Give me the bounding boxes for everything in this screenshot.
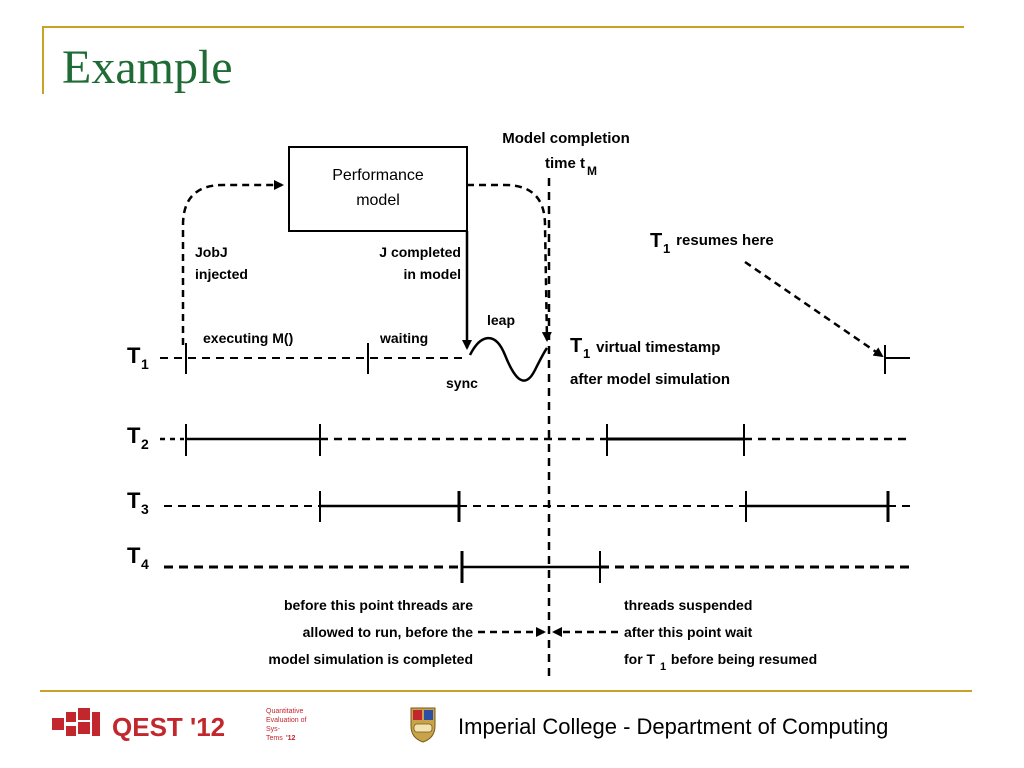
performance-model-box xyxy=(288,146,468,232)
after-line3-sub: 1 xyxy=(660,661,666,673)
jcompleted-label-line2: in model xyxy=(403,266,461,282)
title-top-rule xyxy=(42,26,964,28)
box-label-line2: model xyxy=(356,192,400,209)
job-label-line2: injected xyxy=(195,266,248,282)
qest-sub-5: '12 xyxy=(286,735,296,742)
thread-label-t1-sub: 1 xyxy=(141,356,149,372)
virtual-label-text: virtual timestamp xyxy=(592,339,720,356)
after-line3-pre: for T xyxy=(624,651,656,667)
box-label-line1: Performance xyxy=(332,167,424,184)
virtual-label-t: T xyxy=(570,335,582,357)
resumes-arrow xyxy=(744,260,884,358)
thread-label-t1: T xyxy=(127,343,141,368)
after-line3-post: before being resumed xyxy=(667,651,817,667)
before-line2: allowed to run, before the xyxy=(303,624,474,640)
qest-sub-2: Evaluation of xyxy=(266,717,307,724)
sync-label: sync xyxy=(446,375,478,391)
qest-logo: QEST '12 Quantitative Evaluation of Sys-… xyxy=(52,708,307,742)
after-line2: after this point wait xyxy=(624,624,753,640)
thread-label-t2: T xyxy=(127,423,141,448)
waiting-label: waiting xyxy=(379,330,428,346)
leap-label: leap xyxy=(487,312,515,328)
resumes-label-t: T xyxy=(650,230,662,252)
qest-sub-4: Tems xyxy=(266,735,283,742)
virtual-label-line2: after model simulation xyxy=(570,371,730,388)
before-line1: before this point threads are xyxy=(284,597,473,613)
thread-label-t3: T xyxy=(127,488,141,513)
slide-title: Example xyxy=(62,41,233,94)
job-label-line1: JobJ xyxy=(195,244,228,260)
executing-label: executing M() xyxy=(203,330,293,346)
thread-label-t4: T xyxy=(127,543,141,568)
after-line1: threads suspended xyxy=(624,597,752,613)
completion-label-line1: Model completion xyxy=(502,130,630,147)
virtual-label-sub: 1 xyxy=(583,346,590,361)
qest-cube-icon xyxy=(52,708,100,736)
thread-label-t2-sub: 2 xyxy=(141,436,149,452)
job-injected-arrow xyxy=(181,180,284,345)
completion-label-line2: time t xyxy=(545,155,585,172)
resumes-label-text: resumes here xyxy=(672,232,774,249)
qest-logo-text: QEST '12 xyxy=(112,712,225,742)
jcompleted-label-line1: J completed xyxy=(379,244,461,260)
title-side-rule xyxy=(42,26,44,94)
resumes-label-sub: 1 xyxy=(663,241,670,256)
footer-rule xyxy=(40,690,972,692)
completion-label-sub: M xyxy=(587,164,597,178)
model-output-arrow xyxy=(467,183,552,342)
thread-label-t4-sub: 4 xyxy=(141,556,149,572)
qest-sub-1: Quantitative xyxy=(266,708,303,715)
leap-wave xyxy=(468,336,549,382)
thread-label-t3-sub: 3 xyxy=(141,501,149,517)
footer-text: Imperial College - Department of Computi… xyxy=(458,714,889,739)
qest-sub-3: Sys- xyxy=(266,726,281,733)
before-line3: model simulation is completed xyxy=(268,651,473,667)
imperial-college-crest-icon xyxy=(410,707,436,743)
